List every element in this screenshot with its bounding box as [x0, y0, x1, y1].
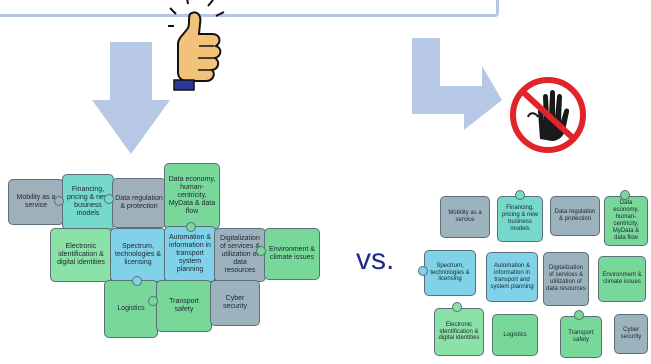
piece-logistics: Logistics	[104, 280, 158, 338]
puzzle-knob	[515, 190, 525, 200]
thumbs-up-icon	[168, 0, 225, 91]
puzzle-knob	[574, 310, 584, 320]
puzzle-knob	[132, 276, 142, 286]
puzzle-knob	[54, 196, 64, 206]
piece-financing: Financing, pricing & new business models	[497, 196, 543, 242]
puzzle-knob	[148, 296, 158, 306]
puzzle-knob	[418, 266, 428, 276]
piece-automation: Automation & information in transport an…	[486, 252, 538, 302]
piece-logistics: Logistics	[492, 314, 538, 356]
down-arrow-icon	[92, 42, 170, 154]
top-frame	[0, 0, 499, 17]
piece-transport-safety: Transport safety	[560, 316, 602, 358]
diagonal-arrow-icon	[412, 38, 502, 130]
puzzle-knob	[452, 302, 462, 312]
piece-spectrum: Spectrum, technologies & licensing	[110, 228, 166, 282]
puzzle-knob	[256, 246, 266, 256]
piece-data-regulation: Data regulation & protection	[112, 178, 166, 228]
piece-spectrum: Spectrum, technologies & licensing	[424, 250, 476, 296]
piece-cyber-security: Cyber security	[210, 280, 260, 326]
piece-data-economy: Data economy, human-centricity, MyData &…	[164, 163, 220, 229]
piece-data-regulation: Data regulation & protection	[550, 196, 600, 236]
piece-electronic-identification: Electronic identification & digital iden…	[50, 228, 112, 282]
piece-digitalization: Digitalization of services & utilization…	[543, 252, 589, 306]
piece-mobility: Mobility as a service	[440, 196, 490, 238]
piece-transport-safety: Transport safety	[156, 280, 212, 332]
puzzle-knob	[104, 194, 114, 204]
piece-data-economy: Data economy, human-centricity, MyData &…	[604, 196, 648, 246]
puzzle-knob	[620, 190, 630, 200]
stop-hand-icon	[510, 77, 586, 153]
vs-label: vs.	[356, 243, 395, 276]
piece-mobility: Mobility as a service	[8, 179, 64, 225]
piece-automation: Automation & information in transport sy…	[164, 226, 216, 282]
piece-environment: Environment & climate issues	[598, 256, 646, 302]
piece-electronic-identification: Electronic identification & digital iden…	[434, 308, 484, 356]
puzzle-knob	[186, 222, 196, 232]
piece-cyber-security: Cyber security	[614, 314, 648, 354]
piece-environment: Environment & climate issues	[264, 228, 320, 280]
